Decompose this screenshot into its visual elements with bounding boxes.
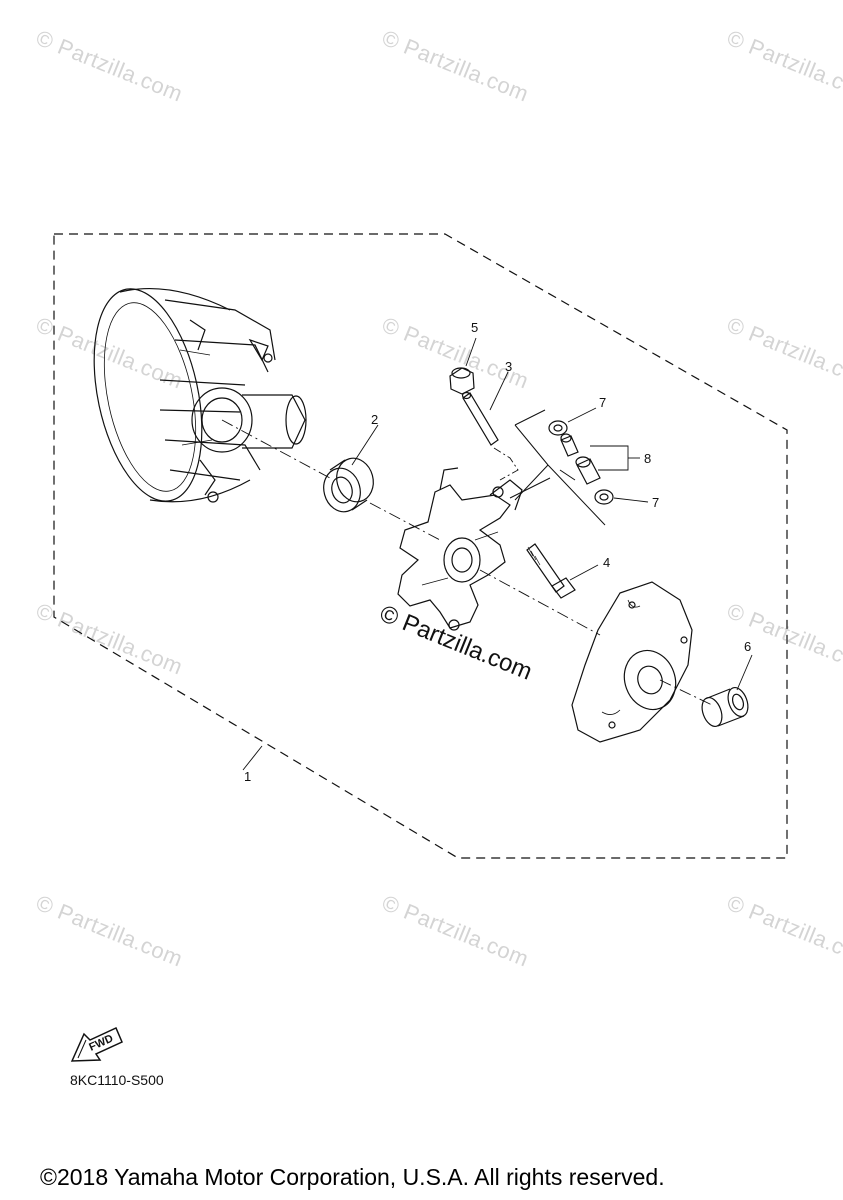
callout-1: 1 — [244, 769, 251, 784]
callout-3: 3 — [505, 359, 512, 374]
fwd-arrow-icon: FWD — [70, 1026, 123, 1062]
bearing-part-6 — [701, 654, 753, 728]
washer-part-7-top — [548, 407, 597, 436]
sheave-drum — [93, 287, 307, 503]
roller-group-bracket — [509, 409, 606, 526]
callout-2: 2 — [371, 412, 378, 427]
callout-8: 8 — [644, 451, 651, 466]
assembly-boundary — [53, 233, 788, 859]
callout-5: 5 — [471, 320, 478, 335]
copyright-notice: ©2018 Yamaha Motor Corporation, U.S.A. A… — [40, 1164, 665, 1190]
bearing-part-2 — [323, 457, 374, 513]
cover-plate — [571, 581, 693, 743]
roller-part-8 — [560, 433, 640, 485]
callout-4: 4 — [603, 555, 610, 570]
washer-part-7-bottom — [594, 489, 649, 505]
callout-6: 6 — [744, 639, 751, 654]
callout-7-top: 7 — [599, 395, 606, 410]
pin-part-3 — [461, 371, 509, 446]
diagram-code: 8KC1110-S500 — [70, 1072, 164, 1088]
bushing-part-5 — [449, 337, 477, 395]
spider-hub — [397, 467, 523, 631]
callout-7-bottom: 7 — [652, 495, 659, 510]
bolt-part-4 — [526, 543, 599, 599]
